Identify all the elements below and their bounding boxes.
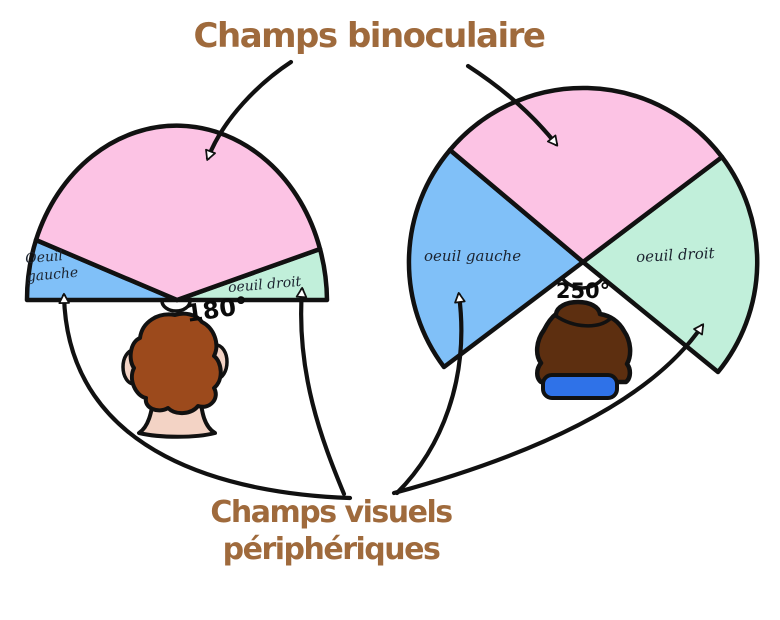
animal-left-eye-label: oeuil gauche bbox=[424, 247, 522, 265]
arrow-footer-to-human-left-eye-field bbox=[58, 292, 353, 501]
animal-binocular-field-wedge bbox=[447, 85, 725, 265]
arrow-title-to-animal-binocular-field bbox=[465, 63, 559, 147]
animal-left-eye-field-wedge bbox=[406, 147, 586, 370]
arrow-footer-to-human-right-eye-field bbox=[295, 286, 347, 497]
binocular-field-title: Champs binoculaire bbox=[193, 16, 546, 56]
arrow-title-to-human-binocular-field bbox=[205, 59, 294, 161]
animal-angle-arc bbox=[560, 276, 605, 290]
animal-field-angle-value: 250° bbox=[555, 279, 611, 303]
animal-visual-field-fan bbox=[406, 85, 760, 375]
animal-right-eye-field-wedge bbox=[580, 154, 760, 375]
animal-body bbox=[534, 299, 633, 385]
peripheral-fields-title-line2: périphériques bbox=[222, 532, 441, 567]
arrow-footer-to-animal-left-eye-field bbox=[394, 291, 466, 496]
human-angle-arc bbox=[160, 300, 192, 313]
human-left-eye-label: Oeuil gauche bbox=[25, 246, 79, 286]
animal-figure bbox=[534, 299, 633, 400]
arrow-footer-to-animal-right-eye-field bbox=[391, 323, 705, 496]
peripheral-fields-title: Champs visuels périphériques bbox=[161, 494, 501, 568]
annotation-arrows bbox=[58, 59, 705, 501]
human-visual-field-fan bbox=[24, 123, 330, 313]
animal-collar bbox=[541, 373, 619, 400]
peripheral-fields-title-line1: Champs visuels bbox=[210, 495, 453, 530]
human-hair bbox=[128, 311, 223, 415]
human-head-figure bbox=[121, 311, 229, 439]
human-binocular-field-wedge bbox=[33, 123, 323, 303]
animal-shoulder-line bbox=[555, 314, 612, 328]
